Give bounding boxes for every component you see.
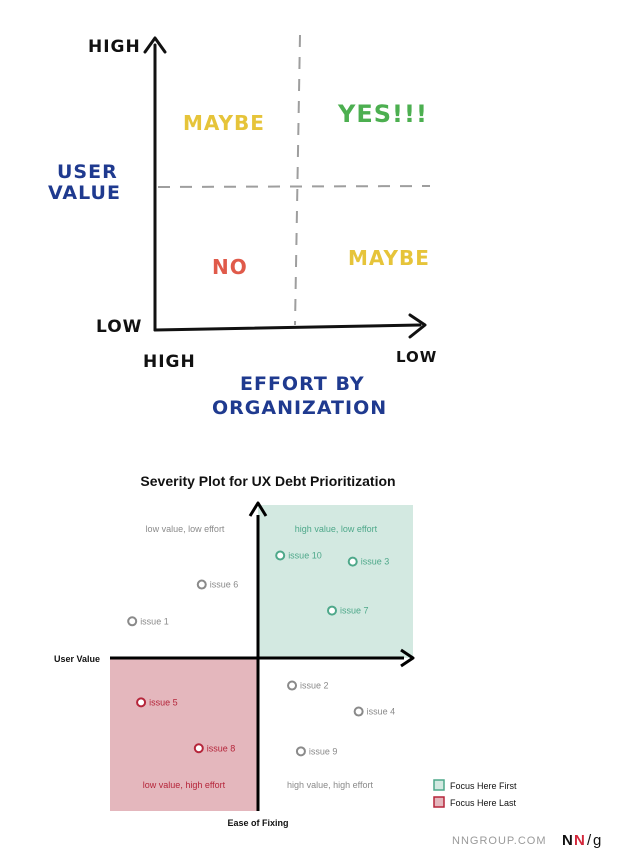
legend-last-swatch <box>433 796 445 808</box>
point-label: issue 3 <box>361 557 390 567</box>
point-label: issue 2 <box>300 681 329 691</box>
quadrant-top-right-yes: YES!!! <box>337 100 428 128</box>
matrix-x-axis <box>153 323 422 332</box>
quadrant-label-bottom-right: high value, high effort <box>287 780 373 790</box>
quadrant-bottom-left-no: NO <box>212 255 248 279</box>
x-axis-label: Ease of Fixing <box>227 818 288 828</box>
footer-brand: NNGROUP.COM N N / g <box>452 832 601 849</box>
matrix-y-low-label: LOW <box>96 317 142 337</box>
point-label: issue 9 <box>309 746 338 756</box>
matrix-x-right-label: LOW <box>396 348 437 366</box>
data-point-issue-2: issue 2 <box>287 680 329 691</box>
point-marker <box>295 746 306 757</box>
matrix-vertical-divider <box>294 34 301 326</box>
effort-value-matrix: HIGH LOW USER VALUE HIGH LOW EFFORT BY O… <box>48 34 437 419</box>
point-marker <box>275 550 286 561</box>
point-marker <box>196 579 207 590</box>
quadrant-label-top-right: high value, low effort <box>295 524 378 534</box>
point-label: issue 5 <box>149 697 178 707</box>
footer-site-text: NNGROUP.COM <box>452 835 547 847</box>
logo-n-red: N <box>574 832 585 849</box>
point-marker <box>193 743 204 754</box>
point-marker <box>347 556 358 567</box>
point-label: issue 7 <box>340 606 369 616</box>
matrix-y-arrowhead <box>143 36 167 54</box>
legend-first-swatch <box>433 779 445 791</box>
data-point-issue-1: issue 1 <box>127 616 169 627</box>
x-axis-arrowhead <box>400 648 415 668</box>
data-point-issue-5: issue 5 <box>136 697 178 708</box>
quadrant-focus-first-shade <box>258 505 413 658</box>
quadrant-bottom-right-maybe: MAYBE <box>348 246 430 270</box>
y-axis-label: User Value <box>54 654 100 664</box>
quadrant-label-bottom-left: low value, high effort <box>143 780 226 790</box>
point-marker <box>136 697 147 708</box>
data-point-issue-9: issue 9 <box>295 746 338 757</box>
point-label: issue 8 <box>207 743 236 753</box>
point-marker <box>353 706 364 717</box>
matrix-x-axis-label-line1: EFFORT BY <box>240 373 365 395</box>
point-label: issue 6 <box>210 580 239 590</box>
quadrant-top-left-maybe: MAYBE <box>183 111 265 135</box>
quadrant-focus-last-shade <box>110 658 258 811</box>
quadrant-label-top-left: low value, low effort <box>146 524 225 534</box>
point-label: issue 10 <box>288 550 322 560</box>
matrix-x-axis-label-line2: ORGANIZATION <box>212 397 387 419</box>
data-point-issue-8: issue 8 <box>193 743 236 754</box>
data-point-issue-10: issue 10 <box>275 550 322 561</box>
matrix-y-axis-label-line2: VALUE <box>48 182 121 204</box>
data-point-issue-3: issue 3 <box>347 556 390 567</box>
logo-g: g <box>593 832 601 849</box>
y-axis-arrowhead <box>248 501 268 517</box>
point-marker <box>327 605 337 616</box>
point-label: issue 4 <box>367 707 396 717</box>
data-point-issue-4: issue 4 <box>353 706 396 717</box>
logo-n-black: N <box>562 832 573 849</box>
chart-title: Severity Plot for UX Debt Prioritization <box>140 473 395 489</box>
legend-first-label: Focus Here First <box>450 781 517 791</box>
data-point-issue-6: issue 6 <box>196 579 239 590</box>
data-point-issue-7: issue 7 <box>327 605 369 616</box>
point-label: issue 1 <box>140 616 169 626</box>
point-marker <box>287 680 298 691</box>
matrix-y-axis-label-line1: USER <box>57 161 118 183</box>
logo-slash: / <box>587 832 592 849</box>
matrix-x-left-label: HIGH <box>143 352 196 372</box>
data-points: issue 1 issue 2 issue 3 issue 4 issue 5 issue… <box>127 550 396 757</box>
matrix-y-high-label: HIGH <box>88 37 141 57</box>
severity-plot: Severity Plot for UX Debt Prioritization… <box>54 473 517 828</box>
matrix-horizontal-divider <box>157 185 431 188</box>
legend-last-label: Focus Here Last <box>450 798 517 808</box>
matrix-x-arrowhead <box>408 313 427 339</box>
point-marker <box>127 616 138 627</box>
